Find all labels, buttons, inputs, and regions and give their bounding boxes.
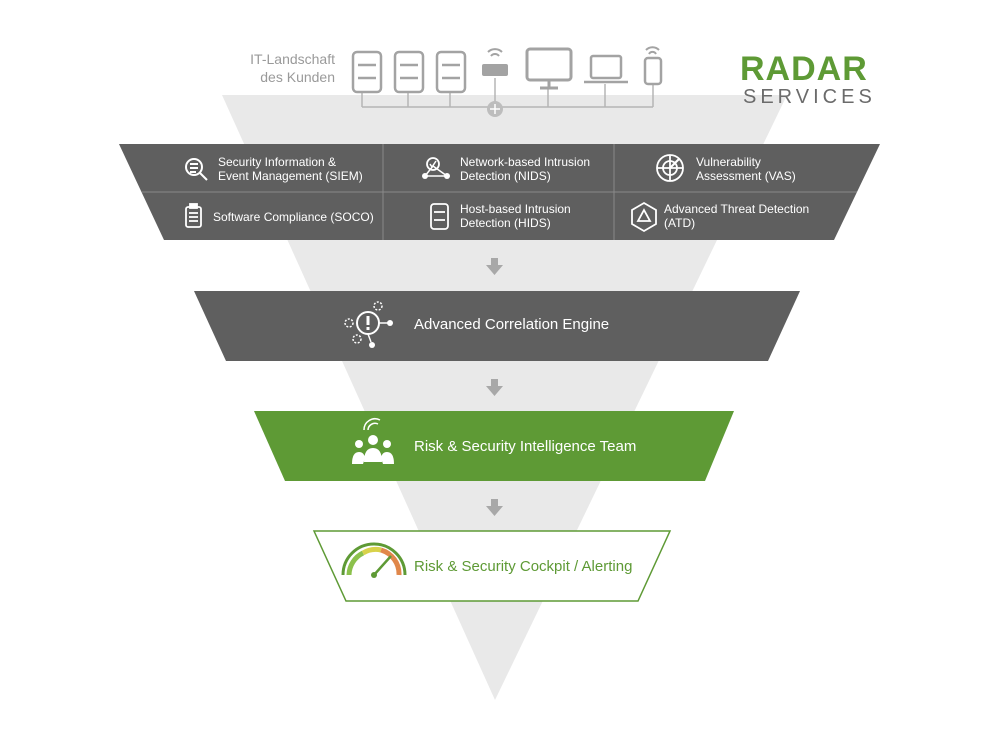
siem-icon [185,158,208,181]
infrastructure-label-line2: des Kunden [260,69,335,85]
module-vas-line1: Vulnerability [696,155,761,169]
logo-services: SERVICES [743,86,876,108]
logo-radar: RADAR [740,50,868,88]
phone-icon [643,46,663,86]
device-network [361,78,654,108]
module-atd: Advanced Threat Detection (ATD) [664,202,809,230]
module-atd-line2: (ATD) [664,216,696,230]
team-band [254,411,734,481]
stage-cockpit-label: Risk & Security Cockpit / Alerting [414,558,633,575]
correlation-band [194,291,800,361]
module-atd-line1: Advanced Threat Detection [664,202,810,216]
server-icon [351,50,383,94]
soco-icon [185,203,202,228]
module-soco-line1: Software Compliance (SOCO) [213,210,374,224]
correlation-engine-icon [344,301,393,348]
server-icon [435,50,467,94]
infrastructure-label: IT-Landschaft des Kunden [210,50,335,86]
server-icon [393,50,425,94]
nids-icon [422,157,450,179]
atd-icon [631,201,657,233]
module-hids: Host-based Intrusion Detection (HIDS) [460,202,571,230]
module-siem-line2: Event Management (SIEM) [218,169,363,183]
module-vas: Vulnerability Assessment (VAS) [696,155,796,183]
network-hub-icon [487,101,503,117]
module-hids-line1: Host-based Intrusion [460,202,571,216]
down-arrow-icon [486,379,503,396]
router-icon [482,48,508,76]
vas-icon [656,154,684,182]
stage-team-label: Risk & Security Intelligence Team [414,438,637,455]
funnel-triangle [222,95,787,700]
gauge-icon [341,542,407,578]
stage-correlation-label: Advanced Correlation Engine [414,316,610,333]
module-hids-line2: Detection (HIDS) [460,216,551,230]
module-nids-line2: Detection (NIDS) [460,169,551,183]
down-arrow-icon [486,499,503,516]
module-siem-line1: Security Information & [218,155,337,169]
laptop-icon [584,54,628,84]
module-nids-line1: Network-based Intrusion [460,155,591,169]
team-icon [352,418,394,464]
module-siem: Security Information & Event Management … [218,155,363,183]
monitor-icon [525,47,573,90]
module-nids: Network-based Intrusion Detection (NIDS) [460,155,590,183]
down-arrow-icon [486,258,503,275]
hids-icon [430,203,449,230]
infrastructure-label-line1: IT-Landschaft [250,51,335,67]
module-soco: Software Compliance (SOCO) [213,210,374,224]
cockpit-band [312,530,672,602]
module-vas-line2: Assessment (VAS) [696,169,796,183]
